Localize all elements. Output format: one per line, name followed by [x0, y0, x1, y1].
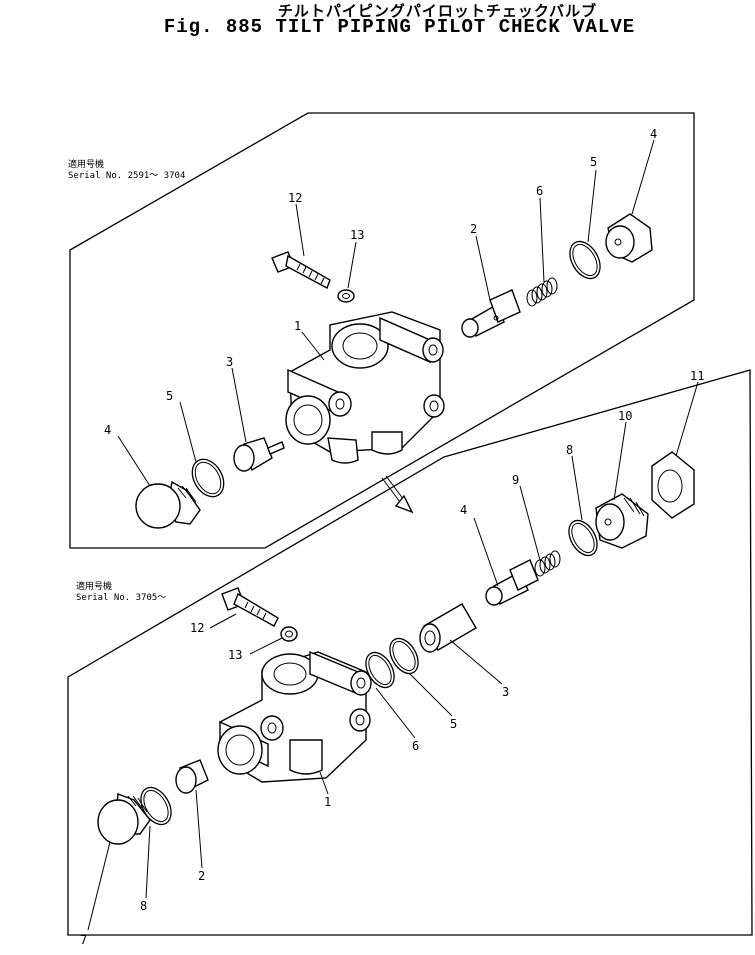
lower-nut	[651, 451, 695, 519]
lower-callout-11: 11	[690, 369, 704, 383]
upper-serial-range: Serial No. 2591～ 3704	[68, 171, 186, 181]
lower-assembly-boundary	[67, 369, 753, 936]
lower-callout-4: 4	[460, 503, 467, 517]
upper-callout-6: 6	[536, 184, 543, 198]
lower-callout-2: 2	[198, 869, 205, 883]
upper-valve-body	[285, 311, 445, 464]
upper-plug-right	[605, 213, 653, 263]
lower-callout-8-left: 8	[140, 899, 147, 913]
lower-callout-12: 12	[190, 621, 204, 635]
lower-piston	[175, 759, 209, 794]
upper-callout-4-left: 4	[104, 423, 111, 437]
lower-serial-label: 適用号機 Serial No. 3705～	[76, 582, 166, 604]
lower-valve-body	[217, 650, 372, 783]
upper-assembly-boundary	[69, 112, 695, 549]
upper-callout-12: 12	[288, 191, 302, 205]
upper-oring-left	[191, 458, 225, 498]
upper-callout-3: 3	[226, 355, 233, 369]
lower-oring-6	[365, 651, 395, 689]
upper-bolt	[271, 251, 331, 289]
upper-oring-right	[569, 240, 601, 280]
lower-bolt	[221, 587, 279, 627]
upper-callout-1: 1	[294, 319, 301, 333]
upper-serial-label: 適用号機 Serial No. 2591～ 3704	[68, 160, 185, 182]
lower-sleeve	[419, 603, 477, 653]
lower-callout-10: 10	[618, 409, 632, 423]
upper-callout-4-right: 4	[650, 127, 657, 141]
upper-callout-5-right: 5	[590, 155, 597, 169]
upper-callout-2: 2	[470, 222, 477, 236]
lower-plug	[97, 793, 151, 845]
lower-serial-jp: 適用号機	[76, 582, 113, 592]
lower-poppet	[485, 559, 539, 606]
upper-plug-left	[135, 480, 201, 529]
lower-callout-13: 13	[228, 648, 242, 662]
lower-oring-8-left	[140, 786, 172, 826]
lower-callout-5: 5	[450, 717, 457, 731]
figure-title: Fig. 885 TILT PIPING PILOT CHECK VALVE	[163, 16, 636, 38]
upper-callout-5-left: 5	[166, 389, 173, 403]
lower-callout-9: 9	[512, 473, 519, 487]
lower-oring-8-right	[568, 519, 598, 557]
title-japanese: チルトパイピングパイロットチェックバルブ	[277, 2, 598, 20]
upper-serial-jp: 適用号機	[68, 160, 105, 170]
upper-callout-13: 13	[350, 228, 364, 242]
lower-adapter	[595, 493, 649, 549]
lower-callout-1: 1	[324, 795, 331, 809]
lower-callout-3: 3	[502, 685, 509, 699]
assembly-arrow	[381, 475, 414, 514]
upper-piston	[233, 437, 285, 472]
lower-oring-5	[389, 637, 419, 675]
lower-callout-6: 6	[412, 739, 419, 753]
lower-serial-range: Serial No. 3705～	[76, 593, 167, 603]
lower-callout-8-right: 8	[566, 443, 573, 457]
upper-spring	[526, 277, 558, 307]
upper-washer	[337, 289, 355, 303]
lower-washer	[280, 626, 298, 642]
upper-poppet	[461, 289, 521, 338]
lower-callout-7: 7	[80, 933, 87, 947]
